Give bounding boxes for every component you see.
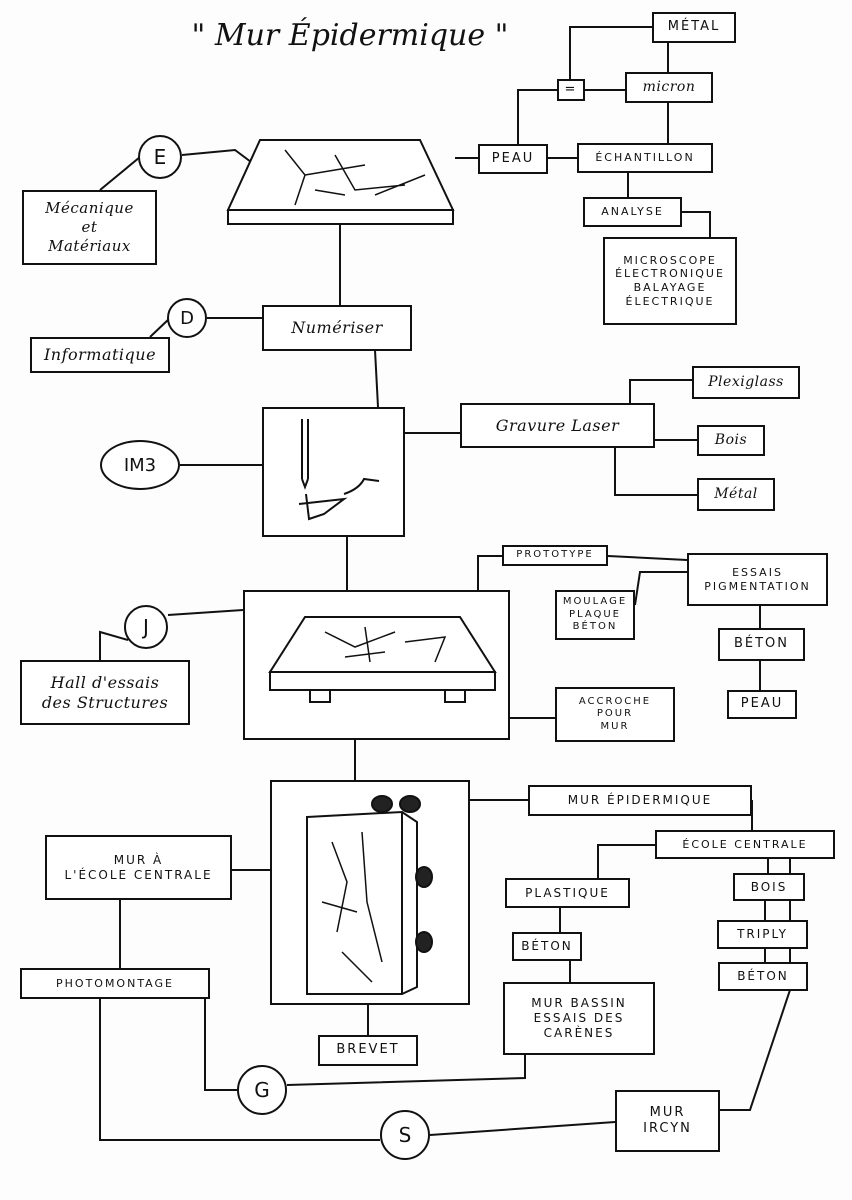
node-s-circle: S: [380, 1110, 430, 1160]
node-g-circle: G: [237, 1065, 287, 1115]
node-ecole-centrale: ÉCOLE CENTRALE: [655, 830, 835, 859]
node-mur-bassin: MUR BASSIN ESSAIS DES CARÈNES: [503, 982, 655, 1055]
diagram-title: " Mur Épidermique ": [191, 18, 509, 53]
node-hall-essais: Hall d'essais des Structures: [20, 660, 190, 725]
node-prototype: PROTOTYPE: [502, 545, 608, 566]
node-analyse: ANALYSE: [583, 197, 682, 227]
node-plexiglass: Plexiglass: [692, 366, 800, 399]
node-j-circle: J: [124, 605, 168, 649]
skin-sample-top-illustration: [226, 139, 455, 225]
concrete-panel-illustration: [243, 590, 510, 740]
node-beton-right: BÉTON: [718, 962, 808, 991]
node-beton-left: BÉTON: [512, 932, 582, 961]
node-mur-epidermique: MUR ÉPIDERMIQUE: [528, 785, 752, 816]
node-equals: =: [557, 79, 585, 101]
epidermic-wall-illustration: [270, 780, 470, 1005]
node-gravure-laser: Gravure Laser: [460, 403, 655, 448]
node-metal-laser: Métal: [697, 478, 775, 511]
node-d-circle: D: [167, 298, 207, 338]
node-accroche: ACCROCHE POUR MUR: [555, 687, 675, 742]
node-microscope: MICROSCOPE ÉLECTRONIQUE BALAYAGE ÉLECTRI…: [603, 237, 737, 325]
node-numeriser: Numériser: [262, 305, 412, 351]
node-bois-laser: Bois: [697, 425, 765, 456]
node-mur-ircyn: MUR IRCYN: [615, 1090, 720, 1152]
node-peau-pigmentation: PEAU: [727, 690, 797, 719]
node-echantillon: ÉCHANTILLON: [577, 143, 713, 173]
node-triply: TRIPLY: [717, 920, 808, 949]
node-e-circle: E: [138, 135, 182, 179]
node-essais-pigmentation: ESSAIS PIGMENTATION: [687, 553, 828, 606]
node-peau-top: PEAU: [478, 144, 548, 174]
node-informatique: Informatique: [30, 337, 170, 373]
node-plastique: PLASTIQUE: [505, 878, 630, 908]
node-bois: BOIS: [733, 873, 805, 901]
node-photomontage: PHOTOMONTAGE: [20, 968, 210, 999]
node-mur-ecole-centrale: MUR À L'ÉCOLE CENTRALE: [45, 835, 232, 900]
node-metal-top: MÉTAL: [652, 12, 736, 43]
laser-engraving-illustration: [262, 407, 405, 537]
node-mecanique: Mécanique et Matériaux: [22, 190, 157, 265]
node-beton-pigmentation: BÉTON: [718, 628, 805, 661]
node-brevet: BREVET: [318, 1035, 418, 1066]
node-moulage: MOULAGE PLAQUE BÉTON: [555, 590, 635, 640]
node-micron: micron: [625, 72, 713, 103]
node-im3-circle: IM3: [100, 440, 180, 490]
